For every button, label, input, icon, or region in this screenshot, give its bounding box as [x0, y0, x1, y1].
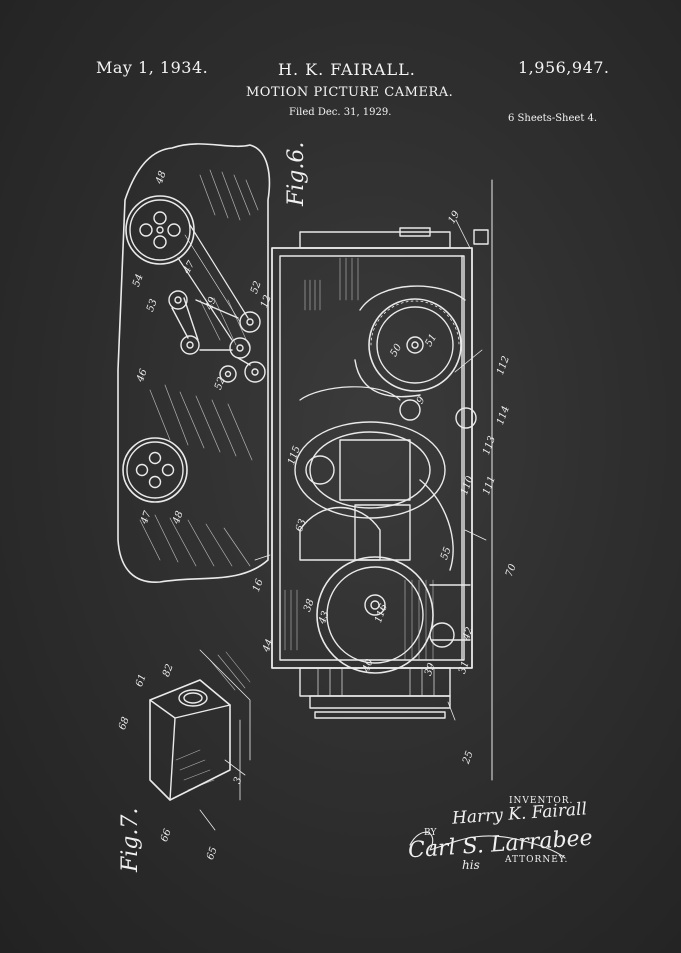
film-rollers [168, 290, 266, 383]
upper-sprocket [354, 285, 466, 398]
upper-film-reel [125, 195, 195, 265]
patent-title: MOTION PICTURE CAMERA. [246, 85, 454, 100]
his-label: his [462, 858, 480, 872]
fig7-lens-block [149, 649, 251, 831]
inventor-label: INVENTOR. [509, 796, 574, 806]
drive-belt [177, 224, 249, 341]
camera-housing [271, 179, 493, 781]
patent-number: 1,956,947. [518, 58, 610, 77]
magazine-hatching [139, 169, 259, 567]
shutter-mechanism [294, 386, 477, 571]
lower-film-reel [122, 437, 188, 503]
film-magazine-outline [117, 143, 271, 583]
housing-hatching [284, 257, 434, 661]
patent-date: May 1, 1934. [96, 58, 209, 77]
lower-sprocket [316, 556, 471, 674]
by-label: BY [424, 828, 437, 838]
figure-7-label: Fig.7. [118, 807, 143, 872]
sheet-count: 6 Sheets-Sheet 4. [508, 113, 598, 124]
signature-flourish [409, 831, 566, 859]
filed-date: Filed Dec. 31, 1929. [289, 107, 392, 118]
leader-lines [254, 219, 487, 721]
figure-6-label: Fig.6. [284, 141, 309, 206]
inventor-heading: H. K. FAIRALL. [278, 60, 416, 79]
attorney-label: ATTORNEY. [505, 855, 569, 865]
